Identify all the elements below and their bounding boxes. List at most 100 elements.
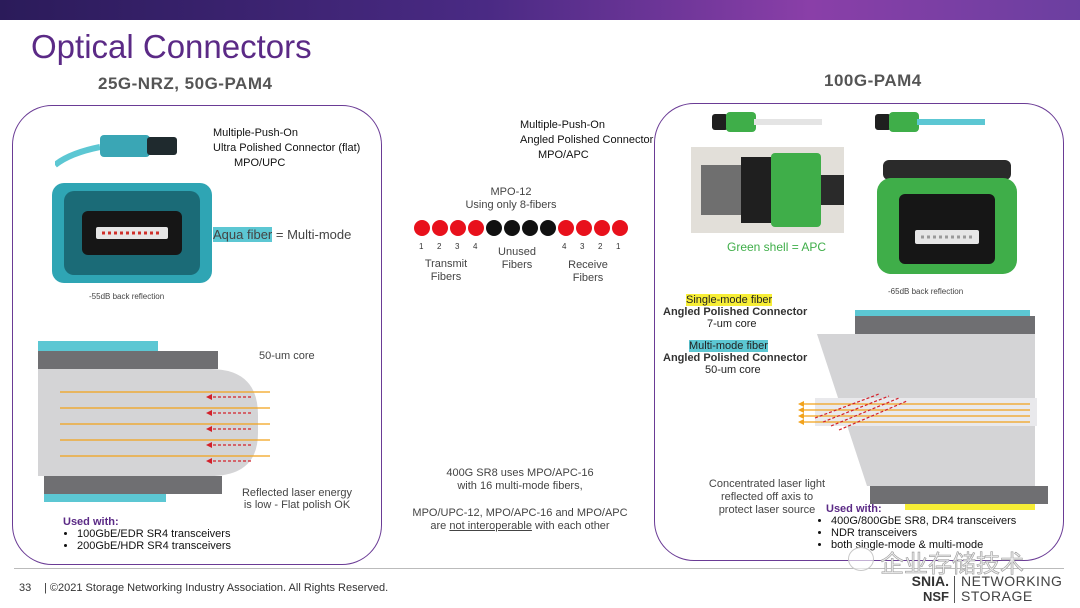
networking-storage-logo: NETWORKING STORAGE	[961, 574, 1062, 604]
fiber-number: 4	[473, 242, 478, 251]
footer-divider	[14, 568, 1064, 569]
receive-fiber-dot	[612, 220, 628, 236]
apc-connector-name-1: Multiple-Push-On	[520, 119, 605, 131]
green-shell-caption: Green shell = APC	[727, 240, 827, 254]
right-used-with-item: 400G/800GbE SR8, DR4 transceivers	[831, 515, 1016, 527]
receive-line-1: Receive	[568, 259, 608, 271]
unused-line-1: Unused	[498, 246, 536, 258]
fiber-number: 4	[562, 242, 567, 251]
fiber-number: 1	[616, 242, 621, 251]
core-label-50um: 50-um core	[259, 350, 315, 362]
green-shell-side-image	[691, 147, 844, 233]
receive-fibers-label: Receive Fibers	[553, 259, 623, 285]
receive-line-2: Fibers	[572, 272, 604, 284]
reflected-line-2: is low - Flat polish OK	[243, 499, 351, 511]
upc-connector-name-1: Multiple-Push-On	[213, 127, 298, 139]
aqua-fiber-highlight: Aqua fiber	[213, 227, 273, 242]
networking-text: NETWORKING	[961, 573, 1063, 589]
left-used-with-heading: Used with:	[63, 516, 119, 528]
mpo12-line-1: MPO-12	[490, 186, 532, 198]
interop-suffix: with each other	[531, 520, 610, 532]
unused-line-2: Fibers	[501, 259, 533, 271]
interop-not-interoperable: not interoperable	[449, 520, 532, 532]
unused-fiber-dot	[540, 220, 556, 236]
snia-logo: SNIA. NSF	[909, 573, 949, 605]
copyright-text: | ©2021 Storage Networking Industry Asso…	[44, 582, 389, 594]
aqua-fiber-suffix: = Multi-mode	[272, 227, 352, 242]
mm-line-3: 50-um core	[705, 364, 761, 376]
slide-title: Optical Connectors	[31, 28, 312, 65]
apc-connector-name-2: Angled Polished Connector	[520, 134, 654, 146]
multi-mode-caption: Multi-mode fiber Angled Polished Connect…	[663, 340, 807, 376]
receive-fiber-dot	[594, 220, 610, 236]
interop-note-line-1: MPO/UPC-12, MPO/APC-16 and MPO/APC	[412, 507, 628, 519]
transmit-line-2: Fibers	[430, 271, 462, 283]
left-panel	[12, 105, 382, 565]
sm-line-2: Angled Polished Connector	[663, 306, 808, 318]
storage-text: STORAGE	[961, 588, 1033, 604]
conc-line-1: Concentrated laser light	[708, 478, 826, 490]
interop-are: are	[430, 520, 450, 532]
apc-cable-image-right	[875, 112, 985, 132]
apc-connector-name-3: MPO/APC	[538, 149, 589, 161]
conc-line-3: protect laser source	[718, 504, 816, 516]
unused-fiber-dot	[522, 220, 538, 236]
sm-line-3: 7-um core	[707, 318, 757, 330]
left-used-with-item: 200GbE/HDR SR4 transceivers	[77, 540, 231, 552]
sr8-note-line-1: 400G SR8 uses MPO/APC-16	[446, 467, 594, 479]
right-used-with-item: both single-mode & multi-mode	[831, 539, 1016, 551]
concentrated-laser-note: Concentrated laser light reflected off a…	[682, 478, 852, 517]
left-used-with-item: 100GbE/EDR SR4 transceivers	[77, 528, 231, 540]
nsf-logo-text: NSF	[923, 589, 949, 604]
transmit-fiber-dot	[468, 220, 484, 236]
mm-line-2: Angled Polished Connector	[663, 352, 808, 364]
fiber-dot-row	[414, 220, 630, 238]
mpo-upc-cable-image	[55, 135, 177, 168]
flat-polish-diagram	[38, 341, 270, 502]
transmit-fiber-dot	[432, 220, 448, 236]
reflected-energy-note: Reflected laser energy is low - Flat pol…	[236, 487, 358, 511]
left-used-with: Used with: 100GbE/EDR SR4 transceivers 2…	[63, 516, 231, 552]
transmit-fiber-dot	[450, 220, 466, 236]
aqua-fiber-caption: Aqua fiber = Multi-mode	[213, 227, 351, 242]
snia-logo-text: SNIA.	[911, 573, 949, 589]
watermark-text: 企业存储技术	[880, 551, 1025, 579]
single-mode-highlight: Single-mode fiber	[686, 294, 773, 306]
mpo-upc-connector-face-image	[52, 183, 212, 283]
right-used-with-item: NDR transceivers	[831, 527, 1016, 539]
transmit-line-1: Transmit	[424, 258, 468, 270]
multi-mode-highlight: Multi-mode fiber	[689, 340, 768, 352]
apc-cable-image-left	[712, 112, 822, 132]
right-used-with-heading: Used with:	[826, 503, 882, 515]
upc-back-reflection: -55dB back reflection	[89, 292, 165, 301]
apc-connector-face-image	[877, 160, 1017, 274]
fiber-number: 2	[598, 242, 603, 251]
left-heading: 25G-NRZ, 50G-PAM4	[98, 74, 273, 93]
interop-note-line-2: are not interoperable with each other	[400, 520, 640, 533]
single-mode-caption: Single-mode fiber Angled Polished Connec…	[663, 294, 807, 330]
conc-line-2: reflected off axis to	[720, 491, 814, 503]
sr8-note-line-2: with 16 multi-mode fibers,	[457, 480, 583, 492]
transmit-fiber-dot	[414, 220, 430, 236]
fiber-number: 2	[437, 242, 442, 251]
unused-fibers-label: Unused Fibers	[482, 246, 552, 272]
mpo12-line-2: Using only 8-fibers	[465, 199, 557, 211]
fiber-number: 3	[455, 242, 460, 251]
receive-fiber-dot	[558, 220, 574, 236]
unused-fiber-dot	[486, 220, 502, 236]
interop-note: MPO/UPC-12, MPO/APC-16 and MPO/APC are n…	[400, 507, 640, 533]
top-banner	[0, 0, 1080, 20]
upc-connector-name-3: MPO/UPC	[234, 157, 286, 169]
logo-divider	[954, 576, 955, 603]
receive-fiber-dot	[576, 220, 592, 236]
mpo12-caption: MPO-12 Using only 8-fibers	[461, 186, 561, 212]
right-heading: 100G-PAM4	[824, 71, 922, 90]
reflected-line-1: Reflected laser energy	[241, 487, 353, 499]
wechat-icon	[848, 547, 874, 571]
fiber-number: 3	[580, 242, 585, 251]
page-number: 33	[19, 582, 32, 594]
right-used-with: Used with: 400G/800GbE SR8, DR4 transcei…	[817, 503, 1016, 551]
apc-back-reflection: -65dB back reflection	[888, 287, 964, 296]
sr8-note: 400G SR8 uses MPO/APC-16 with 16 multi-m…	[420, 467, 620, 493]
unused-fiber-dot	[504, 220, 520, 236]
